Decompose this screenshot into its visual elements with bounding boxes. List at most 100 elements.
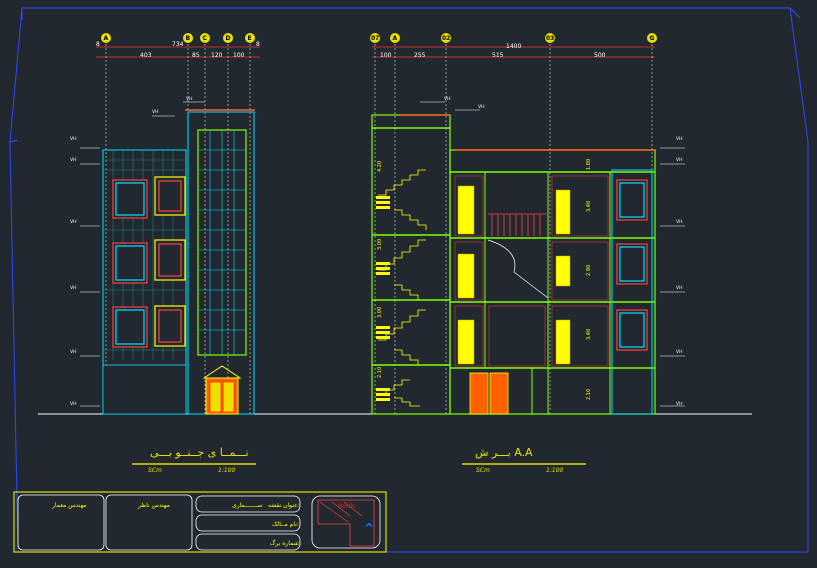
svg-text:3.00: 3.00 — [377, 307, 383, 318]
svg-text:2.10: 2.10 — [377, 367, 383, 378]
left-axis-bubble-b[interactable]: B — [183, 33, 193, 43]
left-windows — [112, 176, 186, 348]
title-owner-label: نام مــالک: — [272, 521, 299, 528]
right-scale-ratio: 1:100 — [546, 467, 563, 474]
left-view-title: نـــمــا ی جــنــو بـــی — [150, 446, 249, 459]
stair-vertical-dims: 4.20 3.00 3.00 2.10 — [377, 161, 383, 378]
sheet-frame — [9, 7, 809, 553]
svg-text:03: 03 — [546, 35, 554, 42]
right-total-dim: 1400 — [506, 43, 521, 50]
section-railing — [488, 213, 546, 236]
section-columns — [484, 172, 611, 414]
svg-text:VH: VH — [70, 157, 76, 163]
title-cell-supervisor — [105, 494, 193, 551]
title-supervisor-label: مهندس ناظر — [137, 502, 170, 509]
svg-text:07: 07 — [371, 35, 379, 42]
svg-text:3.40: 3.40 — [586, 201, 592, 212]
svg-text:D: D — [226, 35, 231, 42]
left-seg-dim-3: 120 — [211, 52, 223, 59]
section-doors — [457, 185, 571, 365]
right-dimension-chain — [372, 46, 655, 58]
right-axis-bubble-07[interactable]: 07 — [370, 33, 380, 43]
svg-text:VH: VH — [70, 349, 76, 355]
svg-text:3.00: 3.00 — [377, 239, 383, 250]
svg-text:3.40: 3.40 — [586, 329, 592, 340]
section-right-facade — [611, 169, 653, 415]
right-seg-dim-2: 255 — [414, 52, 426, 59]
left-seg-dim-2: 85 — [192, 52, 200, 59]
svg-text:VH: VH — [70, 401, 76, 407]
right-seg-dim-4: 500 — [594, 52, 606, 59]
left-scale-ratio: 1:100 — [218, 467, 235, 474]
svg-text:VH: VH — [70, 136, 76, 142]
svg-text:VH: VH — [676, 219, 682, 225]
svg-text:VH: VH — [676, 349, 682, 355]
right-level-markers — [420, 101, 685, 407]
title-logo: North ^ — [311, 495, 381, 549]
left-axis-bubble-d[interactable]: D — [223, 33, 233, 43]
left-axis-lines — [105, 44, 251, 414]
right-axis-bubble-a[interactable]: A — [390, 33, 400, 43]
right-seg-dim-1: 100 — [380, 52, 392, 59]
svg-text:2.90: 2.90 — [586, 265, 592, 276]
right-level-tags: VH VH VH VH VH VH VH VH — [444, 96, 682, 407]
stair-flights — [378, 169, 427, 407]
title-sheet-label: شماره برگ: — [270, 538, 301, 547]
title-architect-label: مهندس معمار — [51, 502, 86, 509]
left-level-markers — [80, 101, 205, 407]
left-seg-dim-1: 403 — [140, 52, 152, 59]
svg-text:VH: VH — [676, 285, 682, 291]
svg-text:VH: VH — [676, 136, 682, 142]
left-axis-bubble-c[interactable]: C — [200, 33, 210, 43]
svg-text:A: A — [104, 35, 109, 42]
title-block: مهندس معمار مهندس ناظر ســـــــماری عنوا… — [13, 491, 387, 553]
svg-text:C: C — [203, 35, 208, 42]
section-walls-hatch — [454, 175, 609, 367]
left-dimension-chain — [96, 46, 260, 58]
stair-treads — [376, 196, 390, 401]
svg-text:B: B — [186, 35, 191, 42]
svg-text:02: 02 — [442, 35, 450, 42]
right-view-title: بـــر ش A.A — [475, 446, 533, 459]
svg-text:2.10: 2.10 — [586, 389, 592, 400]
stair-slabs — [372, 127, 450, 366]
left-axis-bubble-e[interactable]: E — [245, 33, 255, 43]
svg-text:VH: VH — [70, 219, 76, 225]
section-spiral-stair — [487, 239, 549, 299]
right-scale-unit: SCm — [476, 467, 490, 474]
left-axis-bubble-a[interactable]: A — [101, 33, 111, 43]
title-project-label: عنوان نقشه: — [268, 502, 300, 509]
svg-text:VH: VH — [676, 157, 682, 163]
svg-text:G: G — [650, 35, 655, 42]
north-arrow-icon: ^ — [364, 521, 374, 535]
right-axis-bubble-03[interactable]: 03 — [545, 33, 555, 43]
svg-text:1.80: 1.80 — [586, 159, 592, 170]
left-seg-dim-4: 100 — [233, 52, 245, 59]
svg-text:VH: VH — [444, 96, 450, 102]
section-ground-doors — [469, 372, 509, 415]
title-logo-text: North — [338, 503, 355, 510]
left-end-dim-left: 8 — [96, 41, 100, 48]
right-section: 1400 100 255 515 500 07 A 02 03 G — [370, 33, 685, 474]
svg-text:VH: VH — [186, 96, 192, 102]
section-right-windows — [616, 179, 648, 351]
title-cell-architect — [17, 494, 105, 551]
right-axis-bubble-g[interactable]: G — [647, 33, 657, 43]
section-vertical-dims: 1.80 3.40 2.90 3.40 2.10 — [586, 159, 592, 400]
svg-text:VH: VH — [478, 104, 484, 110]
left-ground-floor — [102, 364, 187, 415]
left-scale-unit: SCm — [148, 467, 162, 474]
svg-text:A: A — [393, 35, 398, 42]
left-elevation: 8 8 734 403 85 120 100 A B C D E — [70, 33, 260, 474]
svg-text:E: E — [248, 35, 252, 42]
svg-text:4.20: 4.20 — [377, 161, 383, 172]
left-entrance-door — [202, 365, 242, 415]
right-axis-bubble-02[interactable]: 02 — [441, 33, 451, 43]
left-glazing-grid — [198, 130, 246, 355]
svg-text:VH: VH — [152, 109, 158, 115]
left-end-dim-right: 8 — [256, 41, 260, 48]
svg-text:VH: VH — [676, 401, 682, 407]
svg-text:VH: VH — [70, 285, 76, 291]
right-seg-dim-3: 515 — [492, 52, 504, 59]
